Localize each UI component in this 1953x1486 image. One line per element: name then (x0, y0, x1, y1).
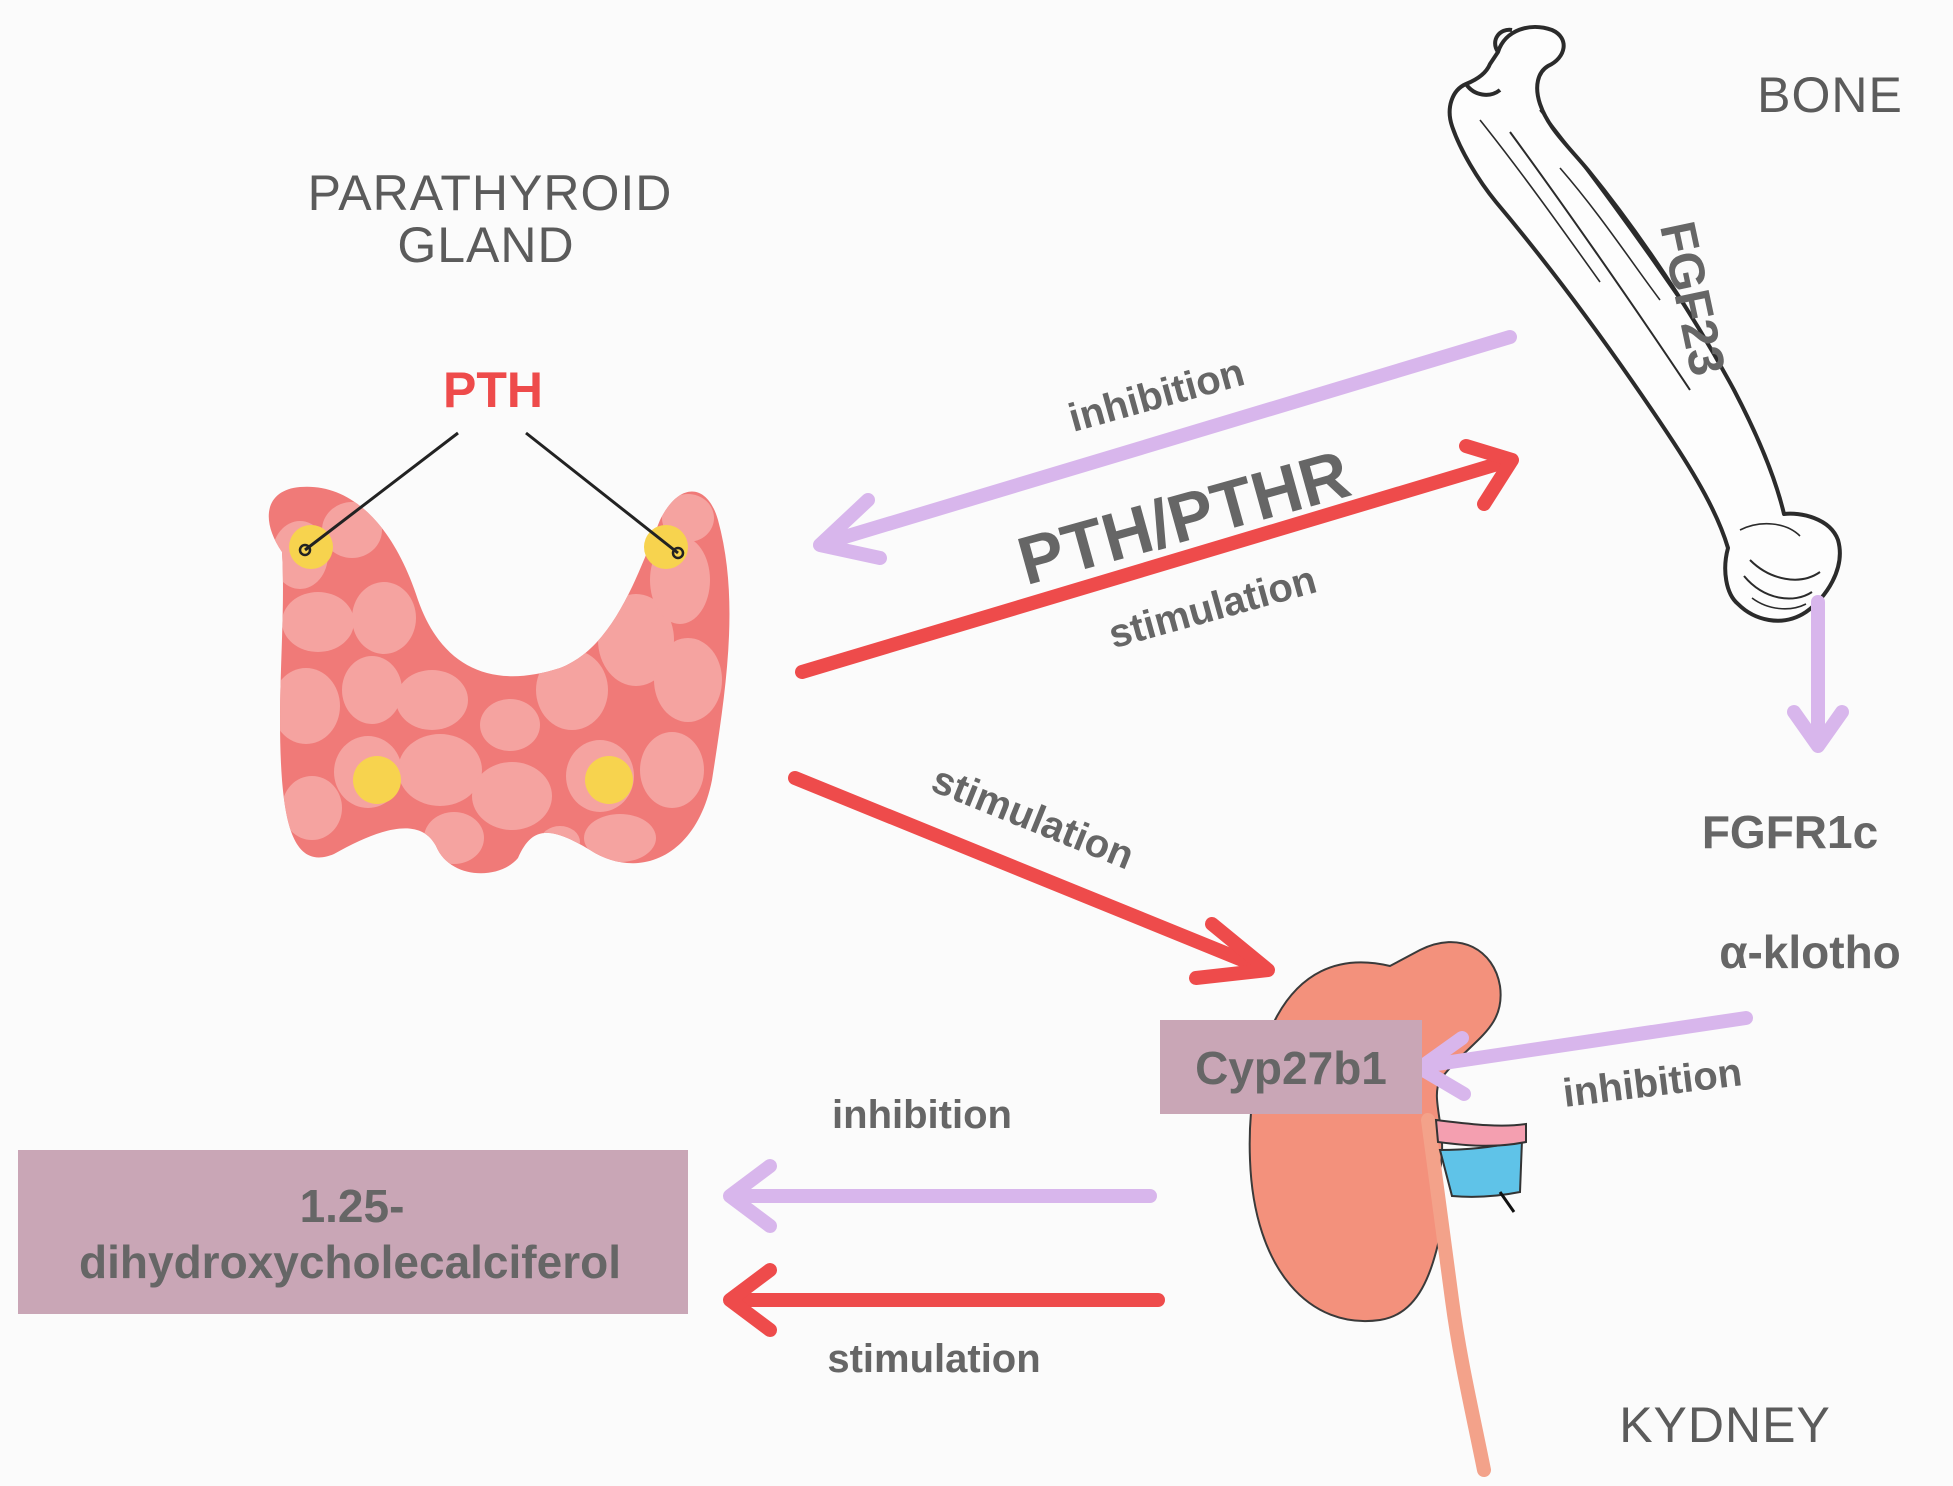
stimulation-label-kidney-to-calcitriol: stimulation (827, 1337, 1040, 1381)
parathyroid-label-line1: PARATHYROID (308, 165, 673, 221)
fgfr1c-label: FGFR1c (1702, 806, 1878, 858)
thyroid-gland-icon (268, 431, 730, 874)
parathyroid-dot-bottom-right (585, 756, 633, 804)
stimulation-label-parathyroid-to-kidney: stimulation (926, 758, 1140, 879)
pth-pointer-right (525, 431, 679, 555)
cyp27b1-label: Cyp27b1 (1195, 1042, 1387, 1094)
pth-label: PTH (443, 362, 543, 418)
calcitriol-label-line1: 1.25- (300, 1180, 405, 1232)
pth-pointer-left (304, 431, 459, 552)
calcitriol-label-line2: dihydroxycholecalciferol (79, 1236, 621, 1288)
kidney-label: KYDNEY (1619, 1397, 1831, 1453)
inhibition-arrow-bone-to-parathyroid (813, 330, 1517, 565)
stimulation-arrow-parathyroid-to-bone (795, 439, 1519, 679)
cyp27b1-box: Cyp27b1 (1160, 1020, 1422, 1114)
bone-label: BONE (1757, 67, 1903, 123)
inhibition-label-klotho-to-cyp27b1: inhibition (1560, 1050, 1744, 1116)
alpha-klotho-label: α-klotho (1719, 926, 1901, 978)
calcitriol-box: 1.25- dihydroxycholecalciferol (18, 1150, 688, 1314)
inhibition-arrow-kidney-to-calcitriol (723, 1159, 1157, 1233)
parathyroid-dot-bottom-left (353, 756, 401, 804)
stimulation-arrow-kidney-to-calcitriol (723, 1263, 1165, 1337)
inhibition-arrow-bone-to-fgfr1c (1787, 595, 1849, 753)
kidney-icon (1248, 941, 1527, 1477)
femur-bone-icon (1447, 25, 1842, 623)
parathyroid-label-line2: GLAND (397, 217, 574, 273)
stimulation-arrow-parathyroid-to-kidney (788, 771, 1275, 985)
inhibition-label-kidney-to-calcitriol: inhibition (832, 1093, 1012, 1137)
